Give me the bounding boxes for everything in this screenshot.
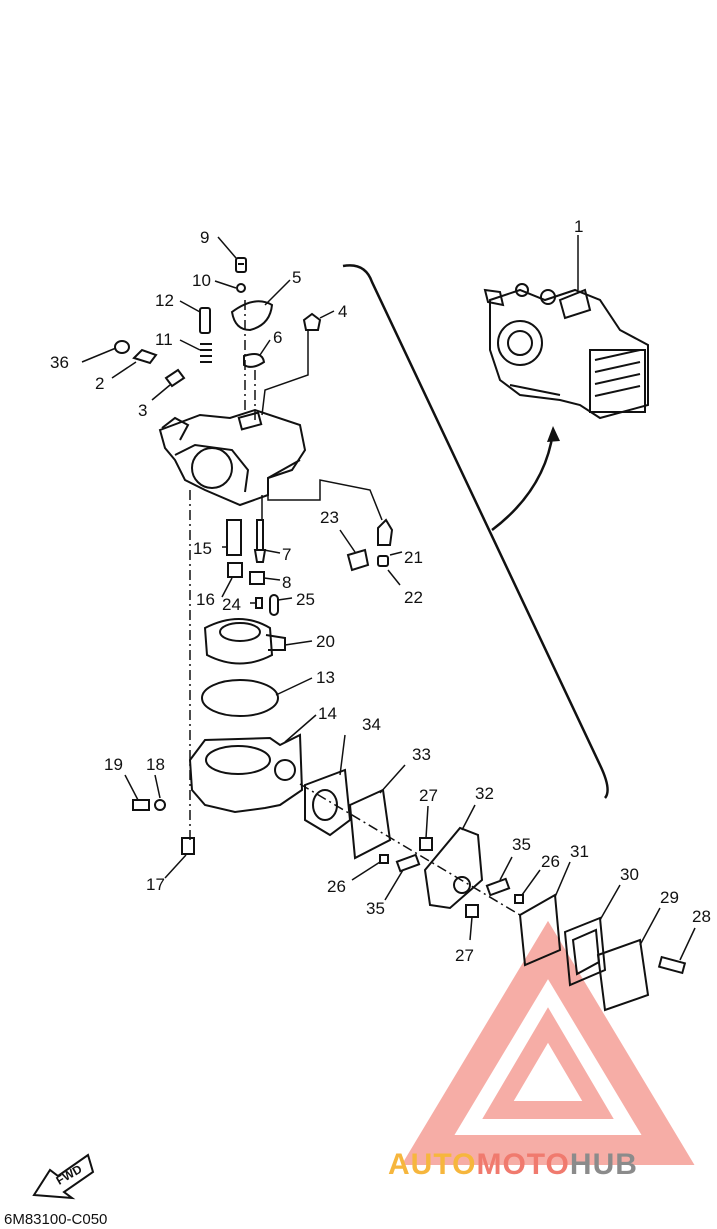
part-label-5: 5 bbox=[292, 268, 302, 287]
part-label-13: 13 bbox=[316, 668, 335, 687]
part-label-32: 32 bbox=[475, 784, 494, 803]
part-label-16: 16 bbox=[196, 590, 215, 609]
part-label-20: 20 bbox=[316, 632, 335, 651]
part-label-4: 4 bbox=[338, 302, 348, 321]
part-label-27b: 27 bbox=[455, 946, 474, 965]
leader-lines bbox=[81, 235, 696, 961]
part-label-31: 31 bbox=[570, 842, 589, 861]
part-label-36: 36 bbox=[50, 353, 69, 372]
watermark-hub: HUB bbox=[569, 1148, 638, 1181]
part-label-24: 24 bbox=[222, 595, 241, 614]
assembly-bracket-line bbox=[342, 264, 609, 799]
part-label-28: 28 bbox=[692, 907, 711, 926]
part-label-25: 25 bbox=[296, 590, 315, 609]
part-label-1: 1 bbox=[574, 217, 584, 236]
part-label-23: 23 bbox=[320, 508, 339, 527]
watermark-moto: MOTO bbox=[476, 1148, 570, 1181]
part-label-14: 14 bbox=[318, 704, 337, 723]
fwd-label: FWD bbox=[54, 1162, 85, 1188]
carburetor-body bbox=[158, 408, 307, 507]
part-label-35a: 35 bbox=[512, 835, 531, 854]
carburetor-assembly-image bbox=[483, 283, 649, 420]
part-label-8: 8 bbox=[282, 573, 292, 592]
part-label-10: 10 bbox=[192, 271, 211, 290]
part-label-19: 19 bbox=[104, 755, 123, 774]
part-label-26a: 26 bbox=[327, 877, 346, 896]
part-label-33: 33 bbox=[412, 745, 431, 764]
part-label-22: 22 bbox=[404, 588, 423, 607]
part-shapes bbox=[114, 257, 687, 1012]
part-label-21: 21 bbox=[404, 548, 423, 567]
part-label-35b: 35 bbox=[366, 899, 385, 918]
part-label-12: 12 bbox=[155, 291, 174, 310]
part-label-17: 17 bbox=[146, 875, 165, 894]
part-label-27a: 27 bbox=[419, 786, 438, 805]
part-label-6: 6 bbox=[273, 328, 283, 347]
part-label-9: 9 bbox=[200, 228, 210, 247]
part-label-26b: 26 bbox=[541, 852, 560, 871]
part-label-3: 3 bbox=[138, 401, 148, 420]
part-label-29: 29 bbox=[660, 888, 679, 907]
part-label-18: 18 bbox=[146, 755, 165, 774]
part-label-7: 7 bbox=[282, 545, 292, 564]
watermark-logo bbox=[401, 920, 695, 1165]
watermark-auto: AUTO bbox=[388, 1148, 477, 1181]
part-label-15: 15 bbox=[193, 539, 212, 558]
part-label-11: 11 bbox=[155, 330, 173, 349]
part-label-2: 2 bbox=[95, 374, 105, 393]
fwd-arrow-icon bbox=[32, 1153, 95, 1200]
drawing-code: 6M83100-C050 bbox=[4, 1211, 108, 1228]
part-label-34: 34 bbox=[362, 715, 381, 734]
part-label-30: 30 bbox=[620, 865, 639, 884]
watermark-text: AUTOMOTOHUB bbox=[388, 1148, 638, 1182]
